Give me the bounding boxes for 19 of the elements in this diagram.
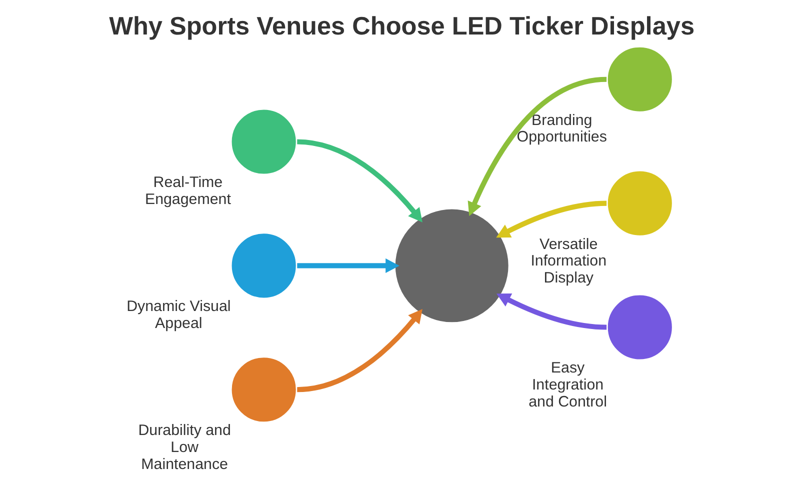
node-circle [605,44,674,114]
arrow [468,76,607,216]
node-label: Dynamic Visual Appeal [126,298,231,332]
node-label: Real-Time Engagement [144,174,231,208]
node-circle [229,355,298,424]
diagram-title: Why Sports Venues Choose LED Ticker Displays [109,12,695,40]
node-circle [605,292,674,362]
node-label: Durability and Low Maintenance [138,422,231,473]
arrow [496,200,607,238]
node-circle [229,231,298,300]
node-label: Easy Integration and Control [528,360,607,410]
node-label: Versatile Information Display [530,236,607,286]
node-circle [605,168,674,238]
arrow [296,139,422,222]
node-label: Branding Opportunities [516,112,607,146]
node-circle [229,107,298,176]
arrow [297,258,400,273]
arrow [296,309,422,392]
arrow [496,294,607,330]
